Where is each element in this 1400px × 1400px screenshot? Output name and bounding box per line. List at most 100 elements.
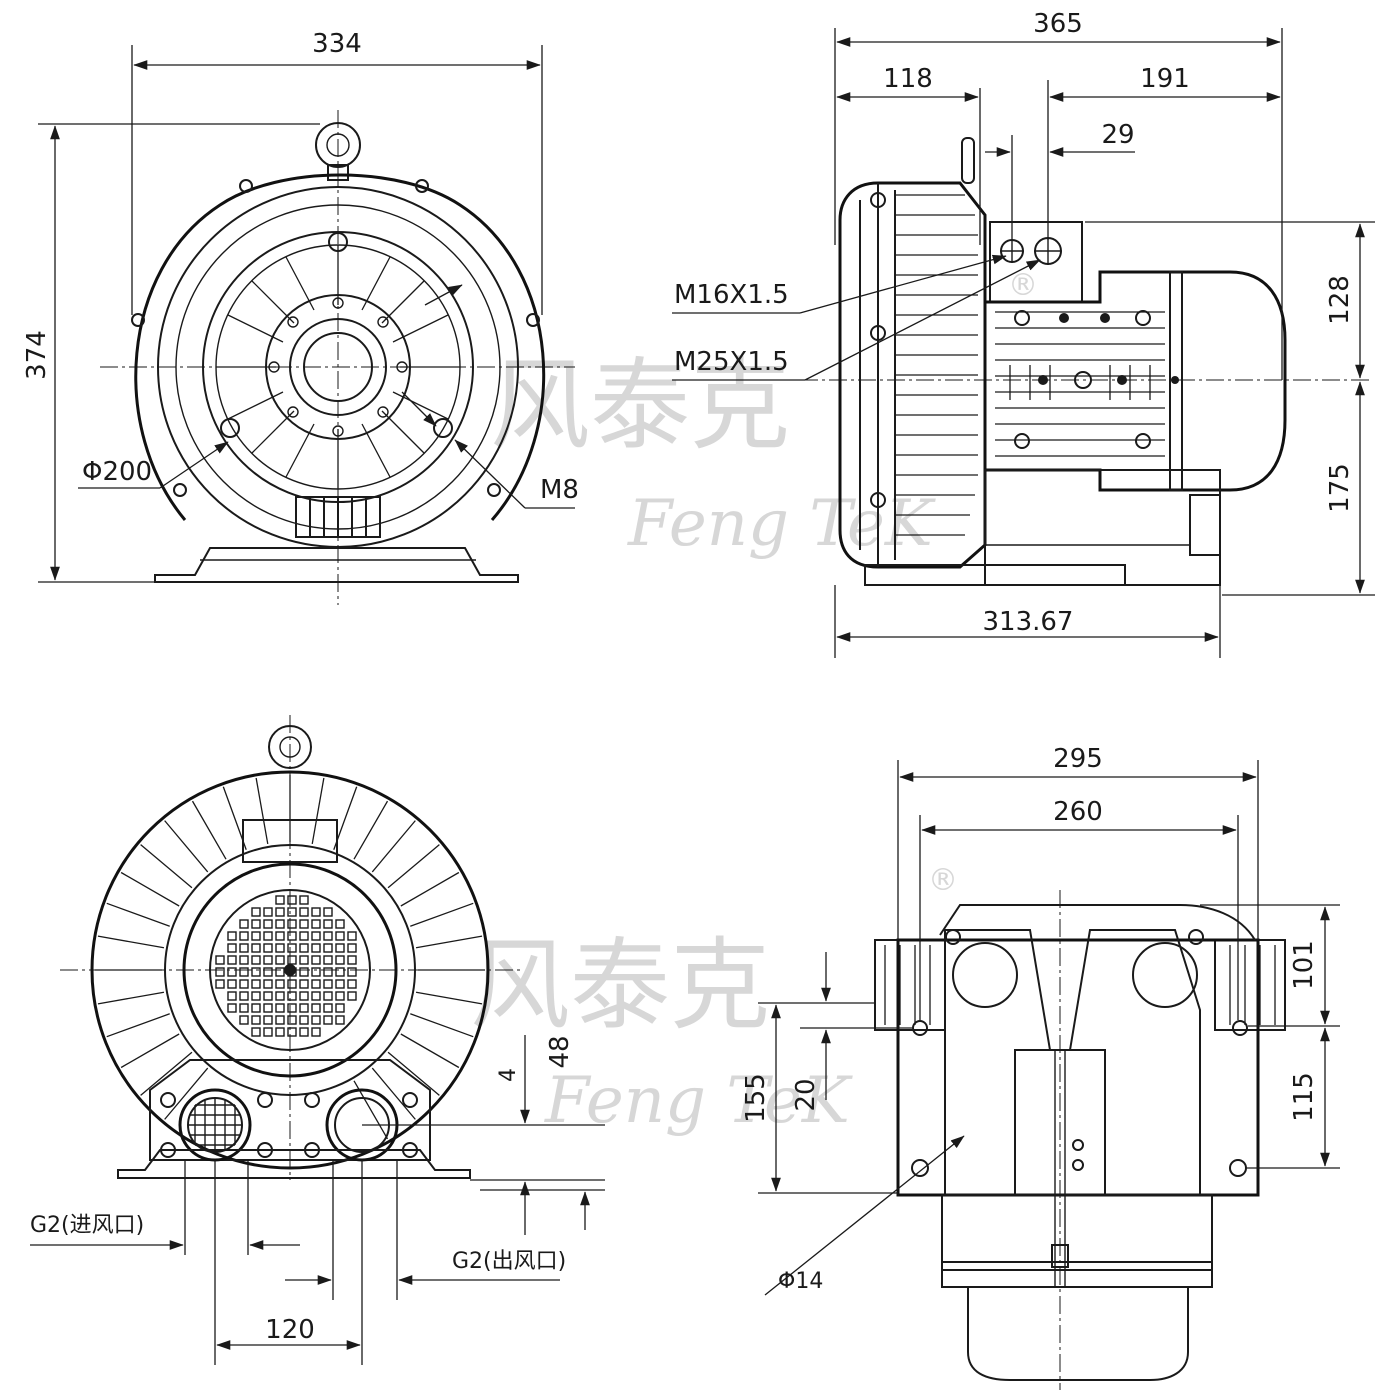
dim-4-label: 4 — [496, 1068, 521, 1082]
grille-cell — [287, 979, 297, 989]
grille-cell — [239, 931, 249, 941]
grille-cell — [299, 979, 309, 989]
hub-flange — [265, 294, 411, 440]
side-dim-313: 313.67 — [834, 555, 1221, 658]
side-housing-ribs — [895, 194, 978, 536]
inlet-g2-label: G2(进风口) — [30, 1213, 144, 1238]
grille-cell — [239, 1003, 249, 1013]
side-motor-body — [983, 270, 1287, 492]
grille-cell — [287, 919, 297, 929]
grille-cell — [227, 955, 237, 965]
dim-120-label: 120 — [265, 1315, 315, 1345]
grille-cell — [275, 991, 285, 1001]
rear-fin — [140, 1051, 193, 1096]
motor-screws — [1014, 310, 1179, 449]
front-callout-diameter: Φ200 — [78, 441, 229, 489]
grille-cell — [311, 955, 321, 965]
grille-cell — [227, 943, 237, 953]
side-base — [864, 469, 1221, 586]
grille-cell — [275, 907, 285, 917]
grille-cell — [251, 943, 261, 953]
bottom-body-outline — [896, 938, 1260, 1197]
rear-mounting-foot — [117, 1149, 471, 1179]
side-dim-118: 118 — [836, 64, 981, 245]
gland-m25-label: M25X1.5 — [674, 347, 789, 377]
watermark-registered-mark-2: ® — [928, 863, 958, 898]
grille-cell — [323, 943, 333, 953]
dim-155-label: 155 — [741, 1073, 771, 1123]
rear-fin — [164, 820, 209, 873]
bottom-screws — [911, 929, 1248, 1177]
side-callout-m25: M25X1.5 — [672, 259, 1041, 381]
front-mounting-foot — [154, 547, 519, 583]
rear-fin — [120, 1033, 180, 1069]
side-lifting-lug — [961, 137, 975, 184]
grille-cell — [287, 1015, 297, 1025]
rear-fin — [415, 935, 483, 949]
dim-295-label: 295 — [1053, 744, 1103, 774]
grille-cell — [335, 919, 345, 929]
grille-cell — [215, 979, 225, 989]
rear-terminal-block — [242, 819, 338, 863]
grille-cell — [251, 955, 261, 965]
inlet-port-screen — [187, 1097, 243, 1153]
side-dim-29: 29 — [985, 120, 1135, 240]
rear-fin — [97, 991, 165, 1005]
dim-20-label: 20 — [791, 1078, 821, 1111]
grille-cell — [263, 991, 273, 1001]
grille-cell — [275, 931, 285, 941]
bottom-dim-115: 115 — [1246, 1027, 1340, 1169]
side-housing — [838, 181, 987, 569]
grille-cell — [311, 919, 321, 929]
front-callout-bolt: M8 — [454, 439, 579, 509]
grille-cell — [239, 979, 249, 989]
grille-cell — [275, 979, 285, 989]
side-view: 365 118 191 29 M16X1.5 M25X1.5 — [672, 9, 1375, 658]
grille-cell — [311, 907, 321, 917]
blower-housing-outline — [134, 173, 546, 521]
grille-cell — [239, 991, 249, 1001]
grille-cell — [299, 991, 309, 1001]
rear-fin — [371, 1067, 416, 1120]
dim-128-label: 128 — [1325, 275, 1355, 325]
grille-cell — [299, 943, 309, 953]
grille-cell — [251, 1015, 261, 1025]
grille-cell — [251, 1027, 261, 1037]
grille-cell — [215, 967, 225, 977]
grille-cell — [311, 1003, 321, 1013]
grille-cell — [299, 931, 309, 941]
grille-cell — [323, 979, 333, 989]
grille-cell — [251, 1003, 261, 1013]
grille-cell — [251, 931, 261, 941]
grille-cell — [299, 967, 309, 977]
rear-radial-fins — [95, 775, 485, 1140]
grille-cell — [335, 1003, 345, 1013]
grille-cell — [299, 919, 309, 929]
grille-cell — [215, 955, 225, 965]
leader-arrow-ring — [401, 391, 437, 427]
bolt-m8-label: M8 — [540, 475, 579, 505]
dim-191-label: 191 — [1140, 64, 1190, 94]
grille-cell — [251, 991, 261, 1001]
grille-cell — [251, 967, 261, 977]
bottom-callout-hole: Φ14 — [764, 1135, 965, 1296]
grille-cell — [227, 967, 237, 977]
grille-cell — [299, 1003, 309, 1013]
grille-cell — [299, 1015, 309, 1025]
bottom-dim-155: 155 — [741, 1002, 898, 1194]
rear-fin — [191, 800, 227, 860]
fan-cover-grille-ring — [209, 889, 371, 1051]
grille-cell — [311, 943, 321, 953]
watermark-brand-cn-2: 风泰克 — [470, 927, 770, 1044]
grille-cell — [311, 1015, 321, 1025]
grille-cell — [275, 955, 285, 965]
dim-313-label: 313.67 — [983, 607, 1074, 637]
grille-cell — [323, 931, 333, 941]
grille-cell — [311, 1027, 321, 1037]
lifting-eye — [315, 122, 361, 181]
grille-cell — [299, 895, 309, 905]
grille-cell — [239, 919, 249, 929]
leader-arrow-cover — [424, 284, 463, 306]
grille-cell — [263, 919, 273, 929]
